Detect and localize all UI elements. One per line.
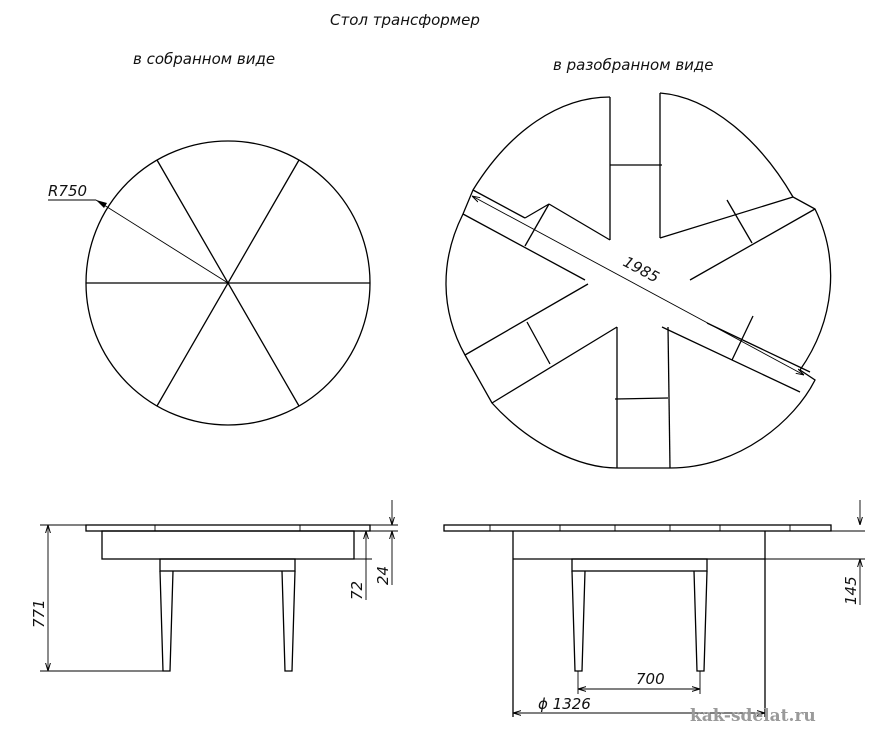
top-thickness-label: 24: [374, 566, 392, 585]
radius-label: R750: [48, 182, 87, 200]
drawing-title: Стол трансформер: [330, 11, 480, 29]
disassembled-top-view: 1985: [445, 92, 832, 469]
assembled-view-label: в собранном виде: [133, 50, 275, 68]
leg-spacing-label: 700: [636, 670, 665, 688]
diameter-label: ϕ 1326: [538, 695, 591, 713]
assembled-front-view: 771 72 24: [30, 500, 398, 672]
watermark: kak-sdelat.ru: [690, 706, 816, 726]
height-label: 771: [30, 599, 48, 628]
disassembled-front-view: 145 700 ϕ 1326: [443, 500, 865, 717]
extended-length-label: 1985: [620, 253, 662, 287]
assembled-top-view: R750: [48, 140, 371, 426]
frame-drop-label: 145: [842, 576, 860, 605]
apron-height-label: 72: [348, 581, 366, 600]
disassembled-view-label: в разобранном виде: [553, 56, 714, 74]
